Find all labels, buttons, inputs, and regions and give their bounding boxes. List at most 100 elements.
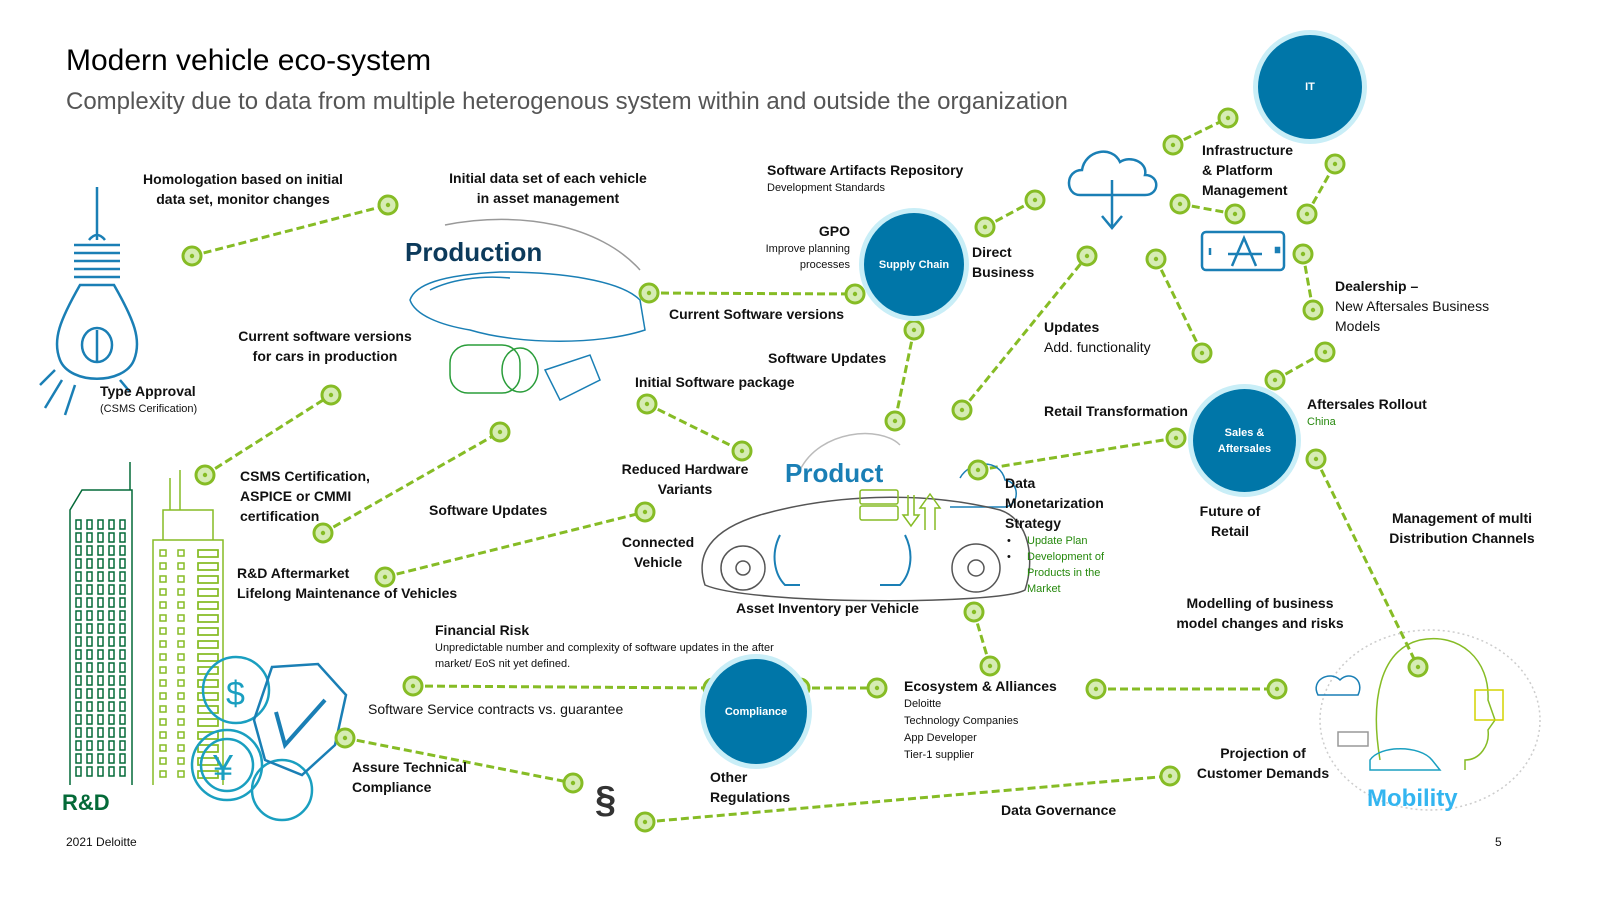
connector-node[interactable] <box>194 464 216 486</box>
connector-node[interactable] <box>979 655 1001 677</box>
label-projection-customer: Projection of Customer Demands <box>1190 743 1336 783</box>
label-line: Regulations <box>710 789 791 805</box>
label-title: Dealership – <box>1335 278 1419 294</box>
connector-node[interactable] <box>1159 765 1181 787</box>
label-line: Lifelong Maintenance of Vehicles <box>237 585 458 601</box>
connector-node[interactable] <box>636 393 658 415</box>
label-item: Deloitte <box>904 698 942 710</box>
label-sub: Models <box>1335 318 1381 334</box>
label-item: App Developer <box>904 732 977 744</box>
label-type-approval: Type Approval (CSMS Cerification) <box>100 381 197 417</box>
label-future-of-retail: Future of Retail <box>1180 501 1280 541</box>
connector-node[interactable] <box>1145 248 1167 270</box>
connector-node[interactable] <box>1407 656 1429 678</box>
connector-line <box>648 291 856 296</box>
label-asset-inventory: Asset Inventory per Vehicle <box>736 600 919 616</box>
connector-node[interactable] <box>374 566 396 588</box>
connector-node[interactable] <box>1302 299 1324 321</box>
connector-node[interactable] <box>634 811 656 833</box>
connector-node[interactable] <box>312 522 334 544</box>
connector-line <box>644 774 1171 824</box>
label-title: Financial Risk <box>435 622 530 638</box>
connector-node[interactable] <box>1305 448 1327 470</box>
connector-line <box>1274 350 1326 382</box>
connector-node[interactable] <box>1191 342 1213 364</box>
label-line: Variants <box>657 481 713 497</box>
connector-node[interactable] <box>974 216 996 238</box>
hub-it[interactable]: IT <box>1258 35 1362 139</box>
label-software-service-contracts: Software Service contracts vs. guarantee <box>368 701 624 717</box>
hub-sales-aftersales[interactable]: Sales & Aftersales <box>1193 389 1296 492</box>
label-line: Assure Technical <box>352 759 467 775</box>
connector-line <box>984 198 1036 229</box>
connector-line <box>344 736 574 785</box>
label-line: ASPICE or CMMI <box>240 488 352 504</box>
label-line: Direct <box>972 244 1012 260</box>
connector-node[interactable] <box>377 194 399 216</box>
connector-node[interactable] <box>884 410 906 432</box>
connector-node[interactable] <box>1292 243 1314 265</box>
label-line: Management <box>1202 182 1288 198</box>
connector-node[interactable] <box>1224 203 1246 225</box>
svg-text:$: $ <box>226 675 245 713</box>
connector-node[interactable] <box>638 282 660 304</box>
connector-node[interactable] <box>1217 107 1239 129</box>
connector-node[interactable] <box>967 459 989 481</box>
label-line: Retail <box>1210 523 1250 539</box>
connector-node[interactable] <box>1024 189 1046 211</box>
label-line: Future of <box>1199 503 1261 519</box>
connector-node[interactable] <box>866 677 888 699</box>
label-dealership: Dealership – New Aftersales Business Mod… <box>1335 276 1489 336</box>
label-management-channels: Management of multi Distribution Channel… <box>1382 508 1542 548</box>
label-initial-software-package: Initial Software package <box>635 374 795 390</box>
label-software-artifacts: Software Artifacts Repository Developmen… <box>767 160 963 196</box>
connector-node[interactable] <box>1296 203 1318 225</box>
connector-node[interactable] <box>1165 427 1187 449</box>
label-sub: Development Standards <box>767 182 886 194</box>
connector-node[interactable] <box>903 319 925 341</box>
connector-node[interactable] <box>1085 678 1107 700</box>
domain-product: Product <box>785 458 884 488</box>
hub-it-label: IT <box>1305 81 1315 93</box>
monetarization-bullets: Update Plan Development of Products in t… <box>1005 533 1135 597</box>
label-line: for cars in production <box>252 348 398 364</box>
connector-node[interactable] <box>489 421 511 443</box>
connector-line <box>191 203 389 258</box>
label-data-monetarization: Data Monetarization Strategy Update Plan… <box>1005 473 1135 597</box>
connector-node[interactable] <box>634 501 656 523</box>
hub-compliance[interactable]: Compliance <box>705 659 807 764</box>
coins-shield-icon: $ ¥ <box>190 655 348 822</box>
hub-supply-chain[interactable]: Supply Chain <box>864 213 964 316</box>
label-line: Homologation based on initial <box>143 171 343 187</box>
connector-node[interactable] <box>951 399 973 421</box>
connector-node[interactable] <box>1264 369 1286 391</box>
label-line: Monetarization <box>1005 495 1104 511</box>
connector-node[interactable] <box>402 675 424 697</box>
connector-line <box>1305 163 1337 215</box>
label-sub: New Aftersales Business <box>1335 298 1490 314</box>
connector-node[interactable] <box>1076 245 1098 267</box>
label-item: Technology Companies <box>904 715 1019 727</box>
label-title: Ecosystem & Alliances <box>904 678 1057 694</box>
connector-node[interactable] <box>731 440 753 462</box>
label-sub: Unpredictable number and complexity of s… <box>435 642 774 654</box>
connector-node[interactable] <box>334 727 356 749</box>
production-car-illustration <box>409 218 646 402</box>
connector-node[interactable] <box>181 245 203 267</box>
label-sub: China <box>1307 416 1336 428</box>
connector-node[interactable] <box>844 283 866 305</box>
connector-node[interactable] <box>320 384 342 406</box>
connector-node[interactable] <box>1162 134 1184 156</box>
connector-node[interactable] <box>1266 678 1288 700</box>
connector-node[interactable] <box>1314 341 1336 363</box>
label-title: GPO <box>818 223 850 239</box>
connector-node[interactable] <box>1169 193 1191 215</box>
connector-node[interactable] <box>562 772 584 794</box>
label-sub: processes <box>799 259 850 271</box>
connector-node[interactable] <box>963 601 985 623</box>
connector-line <box>646 402 743 453</box>
label-software-updates-mid: Software Updates <box>429 502 548 518</box>
label-sub: Add. functionality <box>1044 339 1151 355</box>
connector-node[interactable] <box>1324 153 1346 175</box>
label-title: Updates <box>1044 319 1100 335</box>
